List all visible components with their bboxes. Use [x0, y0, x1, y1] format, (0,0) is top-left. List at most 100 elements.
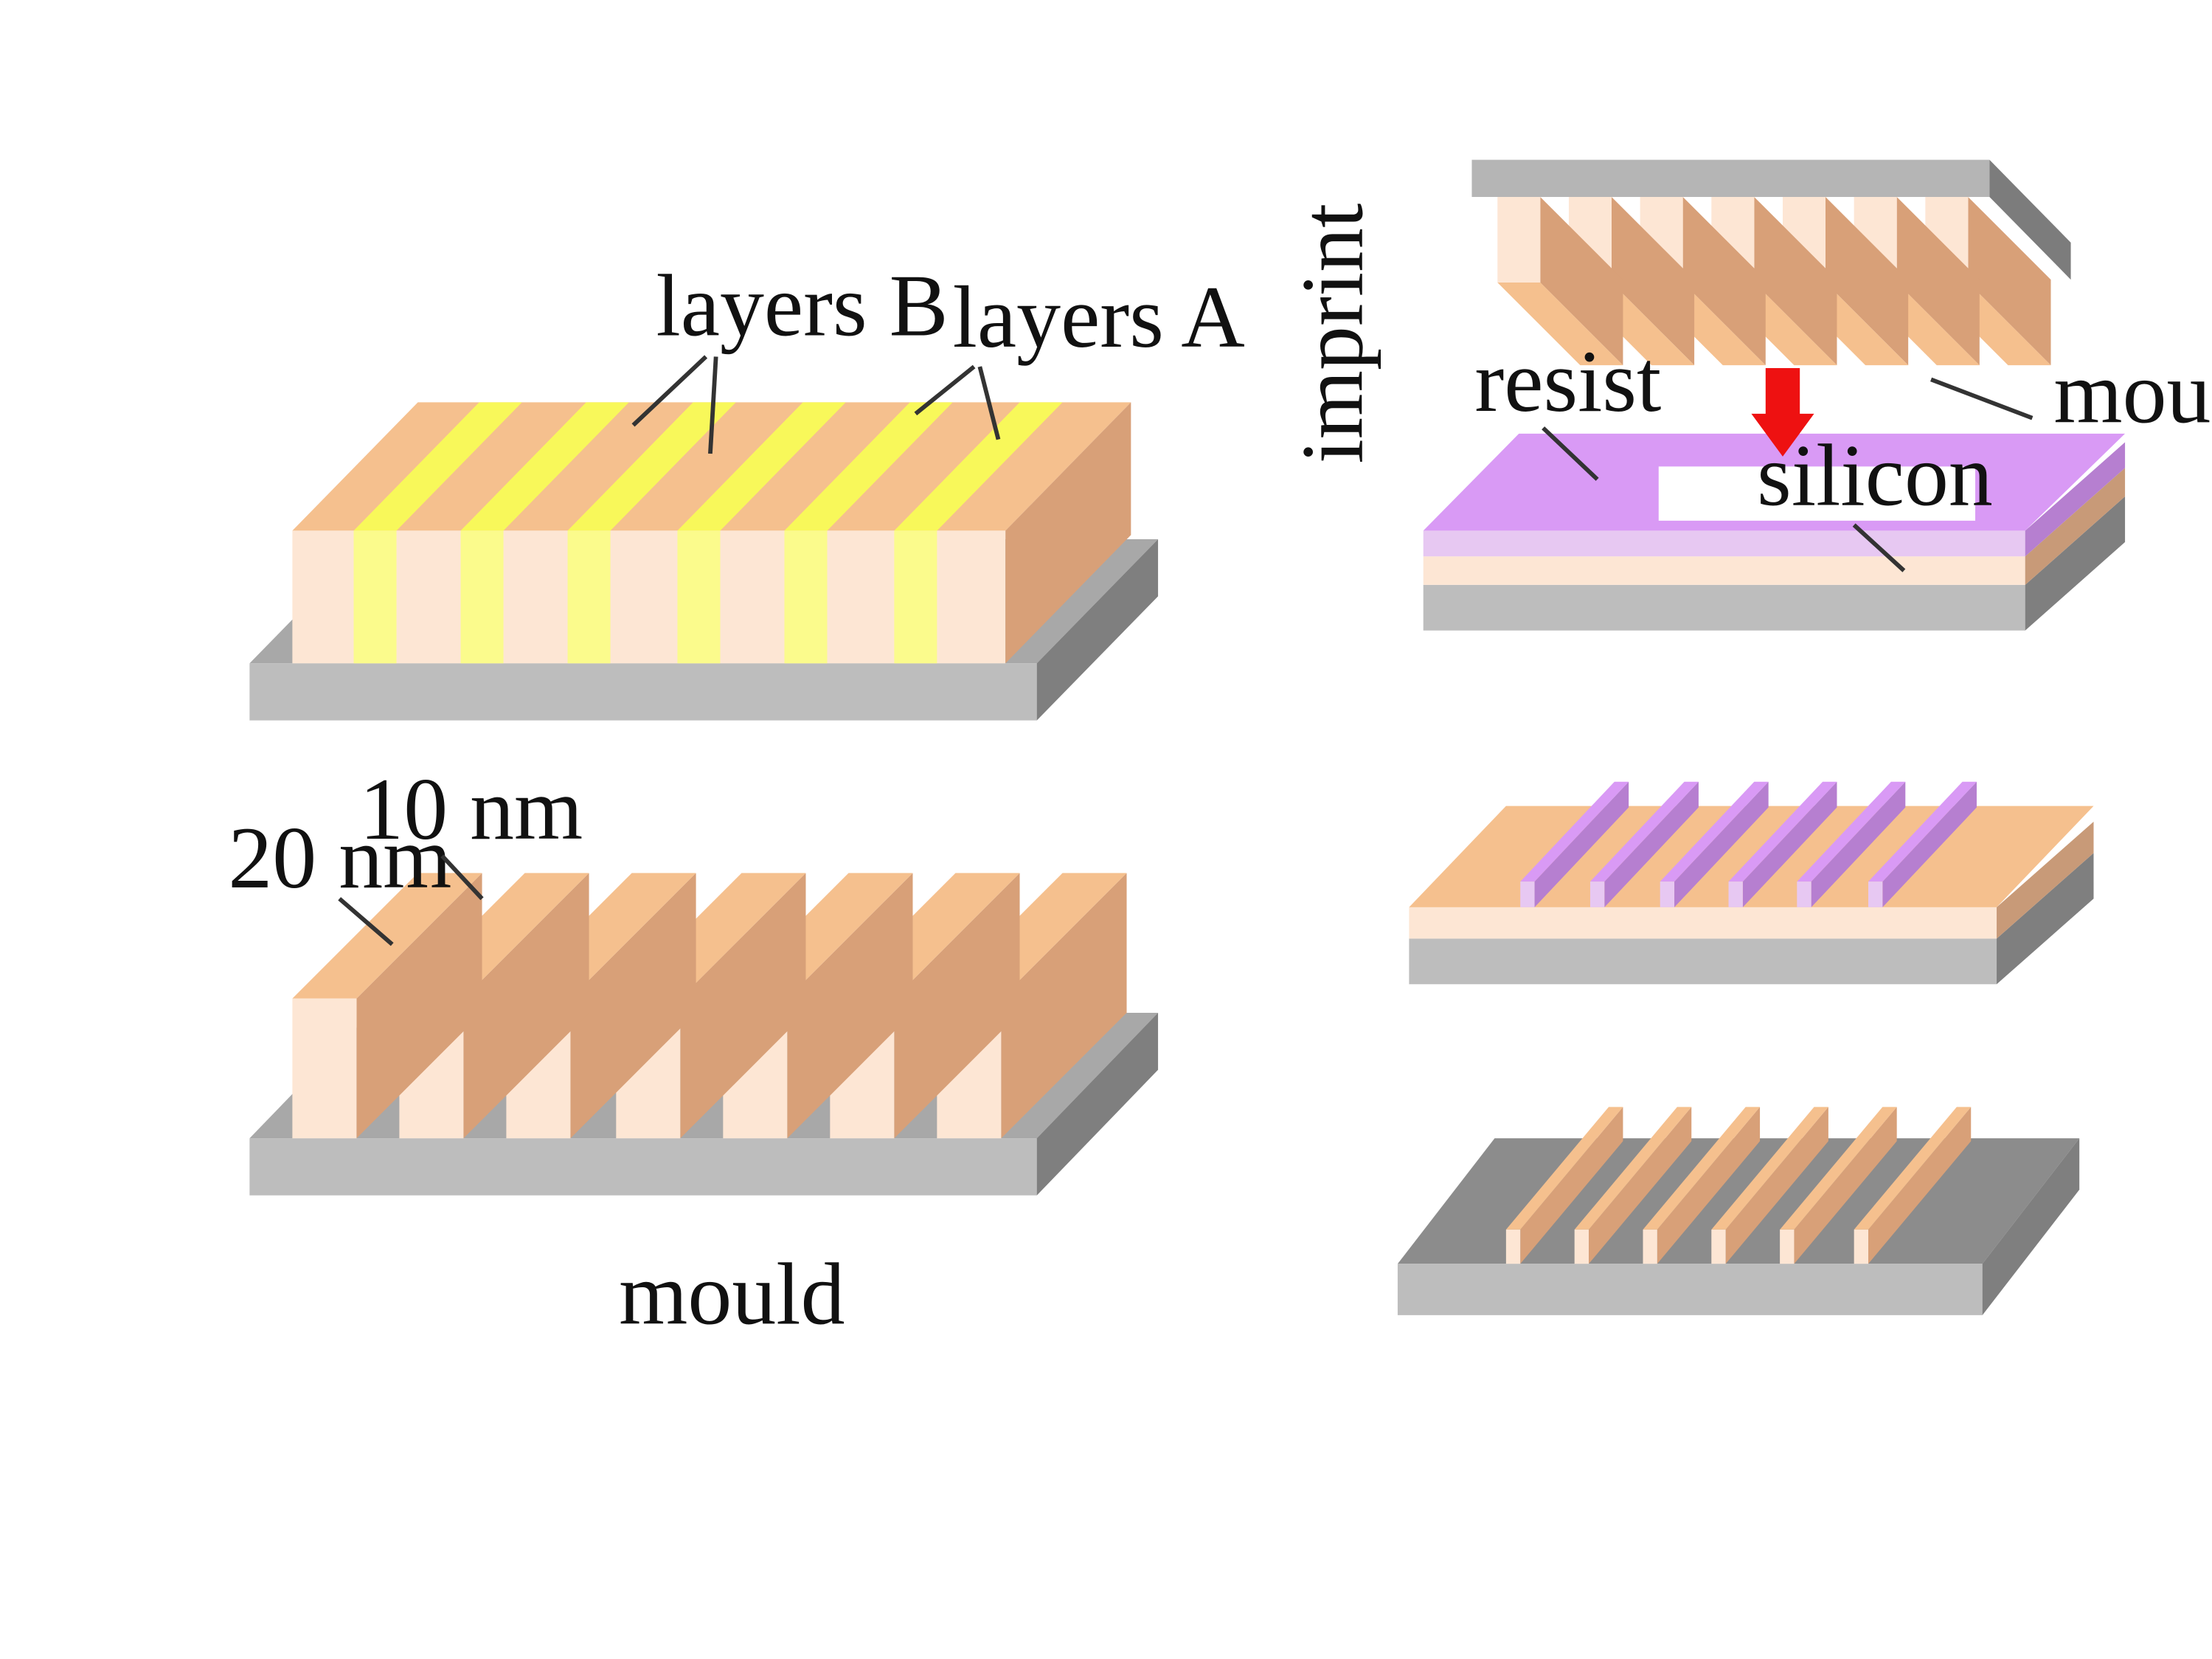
resist-line-top [1797, 781, 1906, 882]
dim-20nm-pointer [338, 897, 394, 946]
resist-label: resist [1474, 332, 1661, 430]
mould-tooth-side [1682, 196, 1766, 366]
mould-tooth-side [1896, 196, 1980, 366]
etched-substrate-side [1982, 1138, 2080, 1315]
etched-line-front [1854, 1229, 1869, 1264]
etched-line-top [1505, 1106, 1623, 1230]
etched-substrate-front [1397, 1264, 1983, 1315]
mould-fin-side [1001, 873, 1127, 1139]
layers-a-label: layers A [953, 268, 1245, 366]
etched-line-front [1711, 1229, 1726, 1264]
wafer-silicon-front [1423, 584, 2025, 631]
mould-tooth-side [1754, 196, 1837, 366]
press-arrow [1751, 367, 1814, 457]
mould-tooth-bottom [1497, 282, 1623, 366]
etched-line-side [1868, 1106, 1972, 1264]
etched-line-top [1643, 1106, 1761, 1230]
mould-fin-side [463, 873, 589, 1139]
etched-line-top [1854, 1106, 1972, 1230]
resist-line-front [1520, 882, 1535, 907]
resist-line-side [1674, 781, 1769, 907]
mould-substrate-front [249, 1138, 1037, 1196]
mould-tooth-side [1968, 196, 2051, 366]
mould-fin-side [680, 873, 806, 1139]
pr-layer-front [1409, 907, 1997, 939]
dim-10nm-label: 10 nm [359, 760, 583, 858]
substrate-side [1036, 539, 1159, 721]
resist-line-front [1728, 882, 1743, 907]
etched-lines-structure [1397, 1106, 2080, 1315]
etched-line-side [1520, 1106, 1623, 1264]
resist-line-front [1797, 882, 1811, 907]
etched-line-side [1589, 1106, 1692, 1264]
patterned-resist [1409, 781, 2094, 985]
layers-b-label: layers B [656, 257, 948, 355]
silicon-label-box [1658, 466, 1976, 521]
pr-silicon-front [1409, 938, 1997, 985]
pr-layer-side [1997, 821, 2094, 939]
pr-silicon-side [1997, 853, 2094, 985]
substrate-front [249, 663, 1037, 721]
etched-line-front [1780, 1229, 1795, 1264]
resist-lines [1520, 781, 1977, 907]
resist-line-front [1868, 882, 1883, 907]
resist-side [2025, 442, 2126, 557]
resist-line-top [1868, 781, 1977, 882]
resist-line-top [1728, 781, 1837, 882]
etched-line-top [1574, 1106, 1692, 1230]
mould-structure [249, 873, 1159, 1196]
mould-fin-side [356, 873, 482, 1139]
resist-line-front [1589, 882, 1605, 907]
imprint-mould-plate-front [1471, 159, 1990, 197]
mould-fin-side [570, 873, 696, 1139]
layer-b-top-stripes [353, 402, 1063, 531]
resist-line-side [1604, 781, 1699, 907]
resist-line-side [1811, 781, 1906, 907]
dim-20nm-label: 20 nm [228, 808, 451, 907]
etched-line-top [1780, 1106, 1897, 1230]
mould-fin-front [292, 998, 357, 1139]
etched-lines [1505, 1106, 1972, 1264]
dim-10nm-pointer [440, 854, 484, 901]
layer-pointer-lines [631, 355, 1001, 454]
resist-line-side [1882, 781, 1977, 907]
mould-substrate-side [1036, 1012, 1159, 1196]
multilayer-stack [249, 402, 1159, 721]
mould-caption: mould [619, 1244, 845, 1343]
etched-line-side [1794, 1106, 1897, 1264]
imprint-mould-plate-side [1989, 159, 2071, 280]
resist-line-side [1534, 781, 1629, 907]
mould-fin-top [292, 873, 482, 999]
mould-right-label: mould [2053, 343, 2212, 441]
stack-front-face [292, 530, 1006, 664]
mould-tooth-side [1611, 196, 1695, 366]
imprint-label: imprint [1283, 204, 1381, 464]
resist-line-top [1520, 781, 1629, 882]
mould-fins [292, 873, 1127, 1139]
layer-b-front-stripes [353, 530, 937, 664]
mould-tooth-front [1497, 196, 1541, 283]
wafer-silicon-side [2025, 496, 2126, 631]
mould-fin-side [787, 873, 913, 1139]
etched-line-side [1657, 1106, 1761, 1264]
resist-line-side [1742, 781, 1837, 907]
etched-line-front [1643, 1229, 1657, 1264]
resist-front [1423, 530, 2025, 557]
mould-tooth-side [1540, 196, 1623, 366]
stack-side-face [1005, 402, 1131, 664]
imprint-mould [1471, 159, 2071, 366]
mould-tooth-side [1825, 196, 1909, 366]
imprint-pointer-lines [1542, 377, 2034, 572]
etched-line-front [1574, 1229, 1589, 1264]
wafer-layer-front [1423, 556, 2025, 585]
wafer-layer-side [2025, 468, 2126, 585]
resist-line-top [1660, 781, 1769, 882]
etched-line-front [1505, 1229, 1521, 1264]
etched-line-side [1725, 1106, 1828, 1264]
mould-fin-side [894, 873, 1020, 1139]
etched-line-top [1711, 1106, 1828, 1230]
resist-line-front [1660, 882, 1675, 907]
silicon-label: silicon [1757, 426, 1993, 524]
